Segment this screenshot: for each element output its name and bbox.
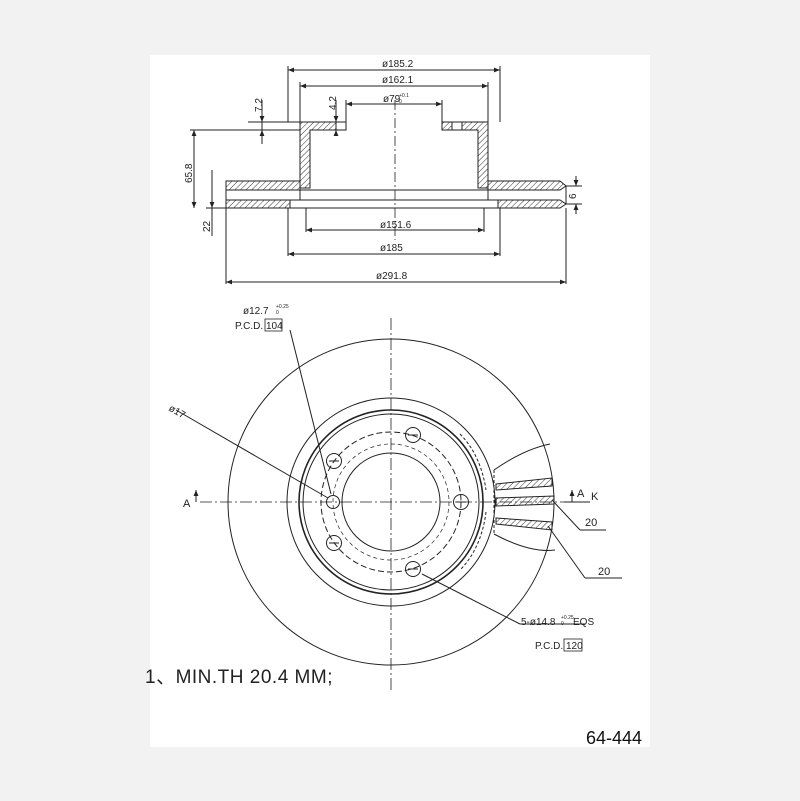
pcd-box-small <box>264 318 283 332</box>
vane-cutaway <box>459 433 556 571</box>
dim-d79-tol-lower: 0 <box>399 99 402 105</box>
dim-d185: ø185 <box>380 243 403 254</box>
pcd-small-circle <box>332 443 450 561</box>
dim-d79-tol-upper: +0.1 <box>399 93 409 99</box>
holes-5-suffix: EQS <box>573 617 594 628</box>
hub-notch-right <box>451 121 463 131</box>
ring-lower-left <box>225 199 291 209</box>
hat-outer <box>298 409 484 595</box>
holes-5-tol-lower: 0 <box>561 621 564 627</box>
brake-disc-drawing: ø185.2 ø162.1 ø79 +0.1 0 7.2 4.2 65.8 22… <box>167 59 622 690</box>
ring-upper-right <box>487 180 567 191</box>
bolt-hole <box>453 494 469 510</box>
hat-top-right <box>441 121 489 189</box>
dim-d17: ø17 <box>167 403 188 421</box>
pcd-value-small: 104 <box>266 321 283 332</box>
section-a-right: A <box>577 488 585 500</box>
hole-small-tol-upper: +0.25 <box>276 304 289 310</box>
drawing-sheet: ø185.2 ø162.1 ø79 +0.1 0 7.2 4.2 65.8 22… <box>150 55 650 747</box>
section-view <box>190 66 582 285</box>
vane-dim-20-a: 20 <box>585 517 597 529</box>
hub-notch-left <box>335 121 347 131</box>
vane-dim-20-b: 20 <box>598 566 610 578</box>
holes-5-dim: 5-ø14.8 <box>521 617 556 628</box>
dim-65-8: 65.8 <box>184 163 195 183</box>
dim-d151-6: ø151.6 <box>380 220 412 231</box>
section-a-left: A <box>183 498 191 510</box>
center-bore <box>341 452 441 552</box>
friction-inner <box>286 397 496 607</box>
section-k: K <box>591 491 599 503</box>
ring-lower-right <box>497 199 567 209</box>
hat-inner <box>302 413 480 591</box>
dim-7-2: 7.2 <box>254 98 265 112</box>
dim-d185-2: ø185.2 <box>382 59 414 70</box>
holes-5-tol-upper: +0.25 <box>561 615 574 621</box>
pcd-box-large <box>563 638 583 652</box>
dim-4-2: 4.2 <box>328 96 339 110</box>
dim-d291-8: ø291.8 <box>376 271 408 282</box>
plan-view <box>175 318 622 690</box>
bolt-hole <box>326 453 342 469</box>
dim-6: 6 <box>568 193 579 199</box>
bolt-hole <box>326 535 342 551</box>
pcd-label-large: P.C.D. <box>535 641 563 652</box>
bolt-holes <box>326 427 469 577</box>
part-number: 64-444 <box>586 728 643 748</box>
pcd-value-large: 120 <box>566 641 583 652</box>
min-thickness-note: 1、MIN.TH 20.4 MM; <box>145 667 333 688</box>
locating-hole <box>326 495 340 509</box>
hole-small-tol-lower: 0 <box>276 310 279 316</box>
pcd-label-small: P.C.D. <box>235 321 263 332</box>
ring-upper-left <box>225 180 301 191</box>
dim-d162-1: ø162.1 <box>382 75 414 86</box>
dim-22: 22 <box>202 220 213 232</box>
dim-d79: ø79 <box>383 94 401 105</box>
hole-small-dim: ø12.7 <box>243 306 269 317</box>
bolt-hole <box>405 427 421 443</box>
bolt-hole <box>405 561 421 577</box>
